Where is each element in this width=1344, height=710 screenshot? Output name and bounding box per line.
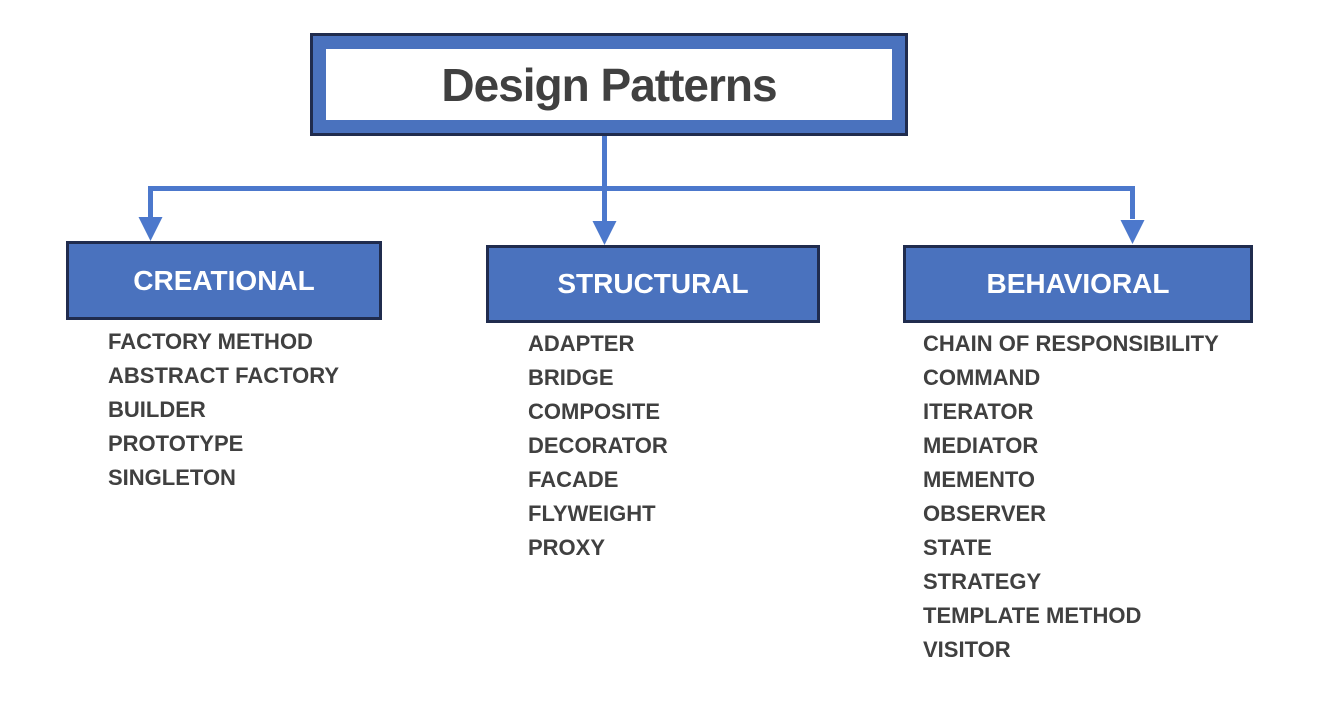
title-node-inner: Design Patterns (326, 49, 892, 120)
pattern-item: TEMPLATE METHOD (923, 603, 1142, 628)
title-node: Design Patterns (310, 33, 908, 136)
category-node-behavioral: BEHAVIORAL (903, 245, 1253, 323)
arrowhead-structural-icon (592, 221, 617, 245)
branch-rail-line (148, 186, 1135, 219)
category-label-structural: STRUCTURAL (557, 268, 749, 299)
category-node-structural: STRUCTURAL (486, 245, 820, 323)
pattern-item: FACTORY METHOD (108, 329, 313, 354)
pattern-item: PROXY (528, 535, 606, 560)
pattern-item: CHAIN OF RESPONSIBILITY (923, 331, 1219, 356)
pattern-item: FACADE (528, 467, 619, 492)
pattern-item: OBSERVER (923, 501, 1047, 526)
pattern-item: BUILDER (108, 397, 206, 422)
pattern-item: VISITOR (923, 637, 1011, 662)
pattern-item: DECORATOR (528, 433, 668, 458)
pattern-item: PROTOTYPE (108, 431, 244, 456)
pattern-item: BRIDGE (528, 365, 614, 390)
category-node-creational: CREATIONAL (66, 241, 382, 320)
category-label-behavioral: BEHAVIORAL (986, 268, 1170, 299)
category-label-creational: CREATIONAL (133, 264, 315, 296)
pattern-item: SINGLETON (108, 465, 236, 490)
pattern-list-behavioral: CHAIN OF RESPONSIBILITY COMMAND ITERATOR ME… (923, 327, 1283, 667)
pattern-item: ITERATOR (923, 399, 1034, 424)
pattern-item: ADAPTER (528, 331, 635, 356)
pattern-item: STRATEGY (923, 569, 1042, 594)
pattern-item: MEMENTO (923, 467, 1036, 492)
arrowhead-creational-icon (138, 217, 163, 241)
pattern-item: COMMAND (923, 365, 1041, 390)
pattern-item: STATE (923, 535, 992, 560)
pattern-item: MEDIATOR (923, 433, 1039, 458)
arrowhead-behavioral-icon (1120, 220, 1145, 244)
pattern-list-creational: FACTORY METHOD ABSTRACT FACTORY BUILDER PRO… (108, 325, 408, 495)
pattern-item: FLYWEIGHT (528, 501, 656, 526)
pattern-item: COMPOSITE (528, 399, 661, 424)
diagram-title: Design Patterns (441, 58, 777, 111)
pattern-list-structural: ADAPTER BRIDGE COMPOSITE DECORATOR FACADE FLY… (528, 327, 828, 565)
pattern-item: ABSTRACT FACTORY (108, 363, 339, 388)
